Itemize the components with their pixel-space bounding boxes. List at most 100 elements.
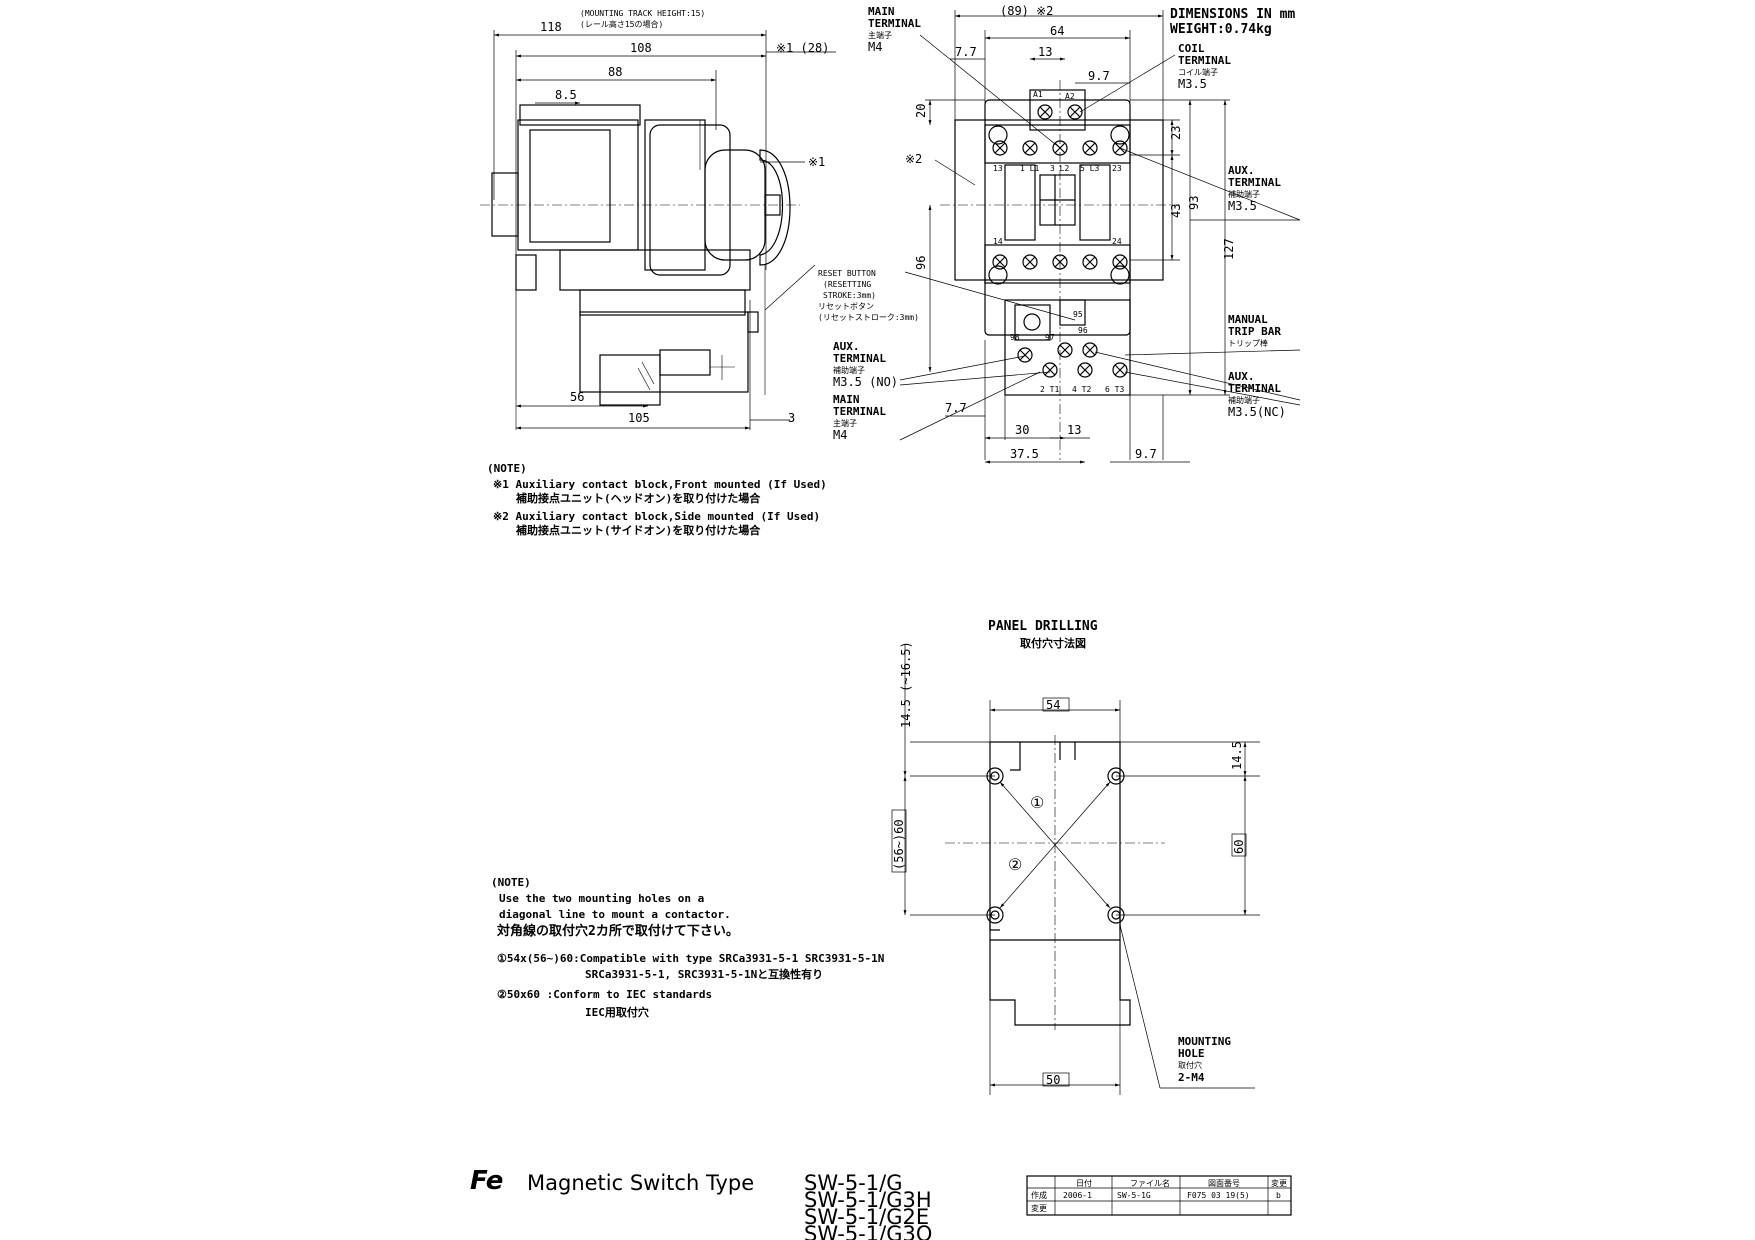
mounting-track-height: (MOUNTING TRACK HEIGHT:15): [580, 9, 705, 18]
reset-line-4: リセットボタン: [818, 302, 874, 311]
th-date: 日付: [1076, 1178, 1092, 1188]
dim-105: 105: [628, 411, 650, 425]
aux-nc-3: 補助端子: [1228, 395, 1260, 405]
note-1: (NOTE) ※1 Auxiliary contact block,Front …: [487, 462, 827, 537]
label-23: 23: [1112, 164, 1122, 173]
td-change: b: [1276, 1191, 1281, 1200]
trip-3: トリップ棒: [1228, 338, 1268, 348]
dim-88: 88: [608, 65, 622, 79]
mh-2: HOLE: [1178, 1047, 1205, 1060]
dim-7-7a: 7.7: [955, 45, 977, 59]
th-file: ファイル名: [1130, 1178, 1170, 1188]
circle-1: ①: [1030, 793, 1044, 812]
coil-terminal-label: COIL TERMINAL コイル端子 M3.5: [1178, 42, 1231, 91]
label-96: 96: [1078, 326, 1088, 335]
th-drawing: 図面番号: [1208, 1178, 1240, 1188]
side-view: (MOUNTING TRACK HEIGHT:15) (レール高さ15の場合) …: [480, 9, 1076, 430]
dim-118: 118: [540, 20, 562, 34]
dim-20: 20: [914, 104, 928, 118]
label-t1: 2 T1: [1040, 385, 1059, 394]
manual-trip-bar-label: MANUAL TRIP BAR トリップ棒: [1228, 313, 1281, 348]
dim-13b: 13: [1067, 423, 1081, 437]
note1-line-4: 補助接点ユニット(サイドオン)を取り付けた場合: [515, 523, 761, 537]
dim-93: 93: [1187, 196, 1201, 210]
aux-no-2: TERMINAL: [833, 352, 886, 365]
dim-13a: 13: [1038, 45, 1052, 59]
aux-nc-1: AUX.: [1228, 370, 1255, 383]
model-3: SW-5-1/G2E: [804, 1205, 929, 1229]
dim-3: 3: [788, 411, 795, 425]
mtt-4: M4: [868, 40, 882, 54]
trip-2: TRIP BAR: [1228, 325, 1281, 338]
relay-terminals: [1017, 342, 1128, 378]
dim-23: 23: [1169, 126, 1183, 140]
note2-item-1: ①54x(56~)60:Compatible with type SRCa393…: [497, 952, 884, 965]
mark-2: ※2: [905, 152, 922, 166]
dim-60: 60: [1232, 840, 1246, 854]
note2-item-2-jp: IEC用取付穴: [585, 1005, 649, 1019]
dim-64: 64: [1050, 24, 1064, 38]
aux-nc-2: TERMINAL: [1228, 382, 1281, 395]
td-drawing: F075 03 19(5): [1187, 1191, 1250, 1200]
label-98: 98: [1010, 333, 1020, 342]
note1-line-1: ※1 Auxiliary contact block,Front mounted…: [493, 478, 827, 491]
coil-2: TERMINAL: [1178, 54, 1231, 67]
dim-89: (89) ※2: [1000, 4, 1053, 18]
reset-line-3: STROKE:3mm): [823, 291, 876, 300]
label-l1: 1 L1: [1020, 164, 1039, 173]
dim-28: ※1 (28): [776, 41, 829, 55]
bottom-terminals: [984, 244, 1131, 285]
fe-logo: Fe: [470, 1166, 503, 1196]
panel-drilling: PANEL DRILLING 取付穴寸法図 ① ② 54 50: [891, 619, 1260, 1095]
mark-1: ※1: [808, 155, 825, 169]
top-terminals: [984, 124, 1131, 164]
dim-7-7b: 7.7: [945, 401, 967, 415]
note1-line-3: ※2 Auxiliary contact block,Side mounted …: [493, 510, 820, 523]
label-97: 97: [1045, 333, 1055, 342]
note1-line-2: 補助接点ユニット(ヘッドオン)を取り付けた場合: [515, 491, 761, 505]
dim-108: 108: [630, 41, 652, 55]
td-date: 2006-1: [1063, 1191, 1092, 1200]
mtt-1: MAIN: [868, 5, 895, 18]
note-2: (NOTE) Use the two mounting holes on a d…: [491, 876, 884, 1019]
aux-top-1: AUX.: [1228, 164, 1255, 177]
note2-line-3: 対角線の取付穴2カ所で取付けて下さい。: [496, 923, 739, 939]
dim-54: 54: [1046, 698, 1060, 712]
note2-title: (NOTE): [491, 876, 531, 889]
td-revised: 変更: [1031, 1203, 1047, 1213]
dim-30: 30: [1015, 423, 1029, 437]
note2-line-1: Use the two mounting holes on a: [499, 892, 704, 905]
model-1: SW-5-1/G: [804, 1171, 902, 1195]
mh-3: 取付穴: [1178, 1060, 1202, 1070]
aux-terminal-top-label: AUX. TERMINAL 補助端子 M3.5: [1228, 164, 1281, 213]
dim-9-7b: 9.7: [1135, 447, 1157, 461]
label-l2: 3 L2: [1050, 164, 1069, 173]
label-l3: 5 L3: [1080, 164, 1099, 173]
dimensions-unit: DIMENSIONS IN mm: [1170, 7, 1295, 22]
label-a1: A1: [1033, 90, 1043, 99]
main-terminal-bottom-label: MAIN TERMINAL 主端子 M4: [833, 393, 886, 442]
mh-4: 2-M4: [1178, 1071, 1205, 1084]
label-95: 95: [1073, 310, 1083, 319]
aux-no-1: AUX.: [833, 340, 860, 353]
reset-line-1: RESET BUTTON: [818, 269, 876, 278]
mounting-hole-label: MOUNTING HOLE 取付穴 2-M4: [1178, 1035, 1231, 1084]
mounting-track-height-jp: (レール高さ15の場合): [580, 19, 663, 29]
coil-4: M3.5: [1178, 77, 1207, 91]
dim-8-5: 8.5: [555, 88, 577, 102]
reset-line-2: (RESETTING: [823, 280, 871, 289]
reset-line-5: (リセットストローク:3mm): [818, 313, 919, 322]
td-file: SW-5-1G: [1117, 1191, 1151, 1200]
aux-no-3: 補助端子: [833, 365, 865, 375]
aux-top-3: 補助端子: [1228, 189, 1260, 199]
front-view: (89) ※2 64 7.7 13 9.7: [833, 4, 1301, 464]
title-block: Fe Magnetic Switch Type SW-5-1/G SW-5-1/…: [470, 1166, 1292, 1240]
label-24: 24: [1112, 237, 1122, 246]
dim-9-7a: 9.7: [1088, 69, 1110, 83]
dim-37-5: 37.5: [1010, 447, 1039, 461]
td-made: 作成: [1031, 1190, 1047, 1200]
aux-top-2: TERMINAL: [1228, 176, 1281, 189]
mtb-2: TERMINAL: [833, 405, 886, 418]
mtt-3: 主端子: [868, 30, 892, 40]
